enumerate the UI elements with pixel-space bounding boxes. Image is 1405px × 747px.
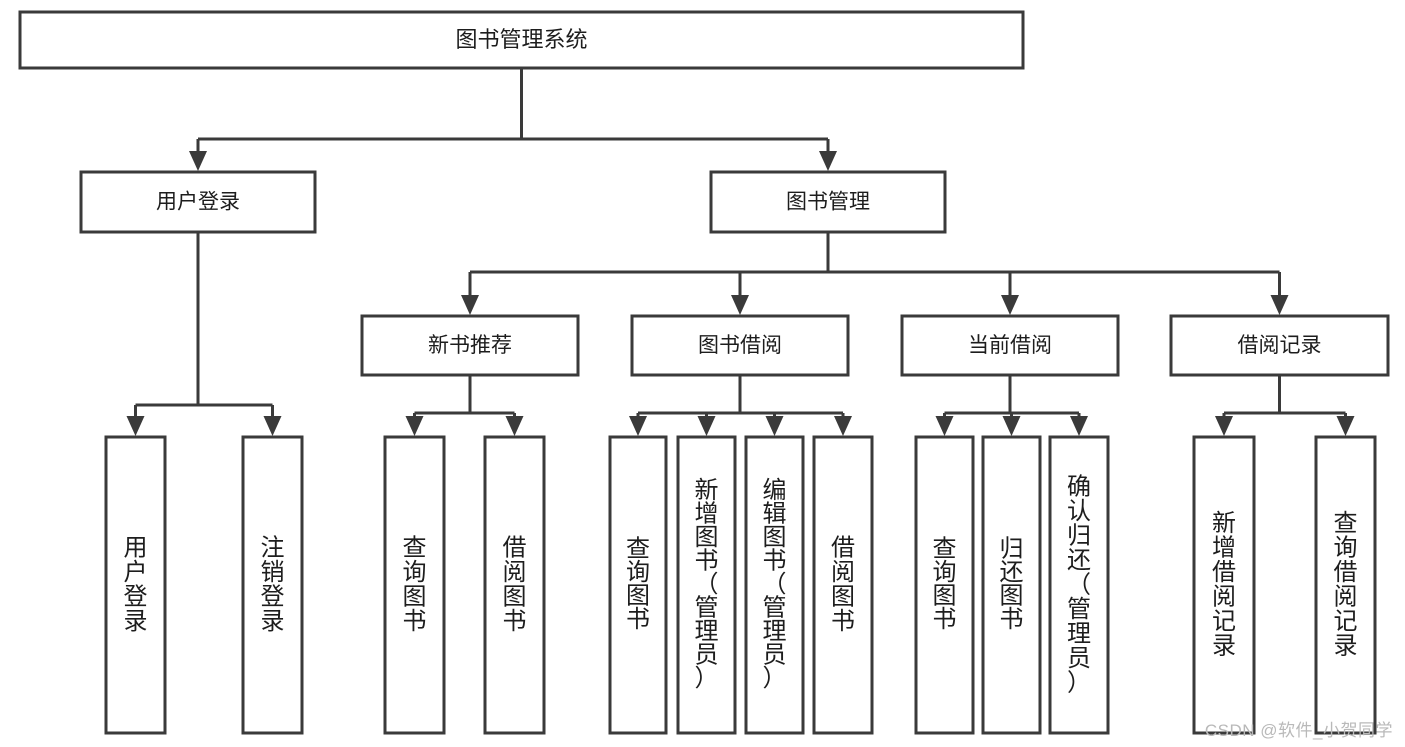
leaf-node-leaf-edit-book-admin[interactable]: 编辑图书（管理员） (744, 435, 805, 735)
arrowhead-leaf-return-book (1002, 416, 1021, 436)
arrowhead-level2-2 (1001, 295, 1019, 315)
arrowhead-leaf-user-login (126, 416, 145, 436)
arrowhead-leaf-add-borrow-record (1215, 416, 1233, 436)
arrowhead-level2-0 (461, 295, 479, 315)
arrowhead-leaf-query-book-3 (935, 416, 954, 436)
leaf-node-leaf-add-borrow-record[interactable]: 新增借阅记录 (1192, 435, 1256, 735)
leaf-node-leaf-logout-login-label: 注销登录 (261, 535, 285, 636)
leaf-node-leaf-query-book-2[interactable]: 查询图书 (608, 435, 668, 735)
arrowhead-level2-1 (731, 295, 749, 315)
arrowhead-leaf-confirm-return-admin (1070, 416, 1088, 436)
leaf-node-leaf-borrow-book-1[interactable]: 借阅图书 (483, 435, 546, 735)
arrowhead-leaf-add-book-admin (697, 416, 716, 436)
leaf-node-leaf-return-book[interactable]: 归还图书 (981, 435, 1042, 735)
node-borrow-record[interactable]: 借阅记录 (1169, 314, 1390, 377)
leaf-node-leaf-query-book-1[interactable]: 查询图书 (383, 435, 446, 735)
arrowhead-leaf-query-book-2 (629, 416, 647, 436)
leaf-node-leaf-return-book-label: 归还图书 (1000, 536, 1024, 634)
node-user-login[interactable]: 用户登录 (79, 170, 317, 234)
leaf-node-leaf-edit-book-admin-label: 编辑图书（管理员） (763, 477, 787, 692)
node-new-book-recommend-label: 新书推荐 (428, 334, 512, 357)
arrowhead-level2-3 (1270, 295, 1289, 315)
leaf-node-leaf-borrow-book-1-label: 借阅图书 (503, 535, 527, 636)
node-book-manage[interactable]: 图书管理 (709, 170, 947, 234)
leaf-node-leaf-confirm-return-admin[interactable]: 确认归还（管理员） (1048, 435, 1110, 735)
leaf-node-leaf-user-login-label: 用户登录 (124, 535, 148, 636)
node-root-system[interactable]: 图书管理系统 (18, 10, 1025, 70)
node-root-label: 图书管理系统 (455, 27, 587, 52)
leaf-node-leaf-query-book-2-label: 查询图书 (626, 536, 650, 634)
node-book-borrow[interactable]: 图书借阅 (630, 314, 850, 377)
leaf-node-leaf-query-borrow-record-label: 查询借阅记录 (1334, 510, 1358, 660)
arrowhead-leaf-borrow-book-2 (834, 416, 852, 436)
node-book-borrow-label: 图书借阅 (698, 334, 782, 357)
node-borrow-record-label: 借阅记录 (1238, 334, 1322, 357)
arrowhead-leaf-borrow-book-1 (505, 416, 524, 436)
node-current-borrow[interactable]: 当前借阅 (900, 314, 1120, 377)
arrowhead-leaf-query-borrow-record (1336, 416, 1355, 436)
arrowhead-level1-1 (819, 151, 837, 171)
leaf-node-leaf-add-book-admin[interactable]: 新增图书（管理员） (676, 435, 737, 735)
leaf-node-leaf-query-book-3[interactable]: 查询图书 (914, 435, 975, 735)
arrowhead-level1-0 (189, 151, 207, 171)
node-user-login-label: 用户登录 (156, 191, 240, 214)
node-new-book-recommend[interactable]: 新书推荐 (360, 314, 580, 377)
leaf-node-leaf-add-borrow-record-label: 新增借阅记录 (1212, 510, 1236, 660)
node-book-manage-label: 图书管理 (786, 191, 870, 214)
leaf-node-leaf-query-book-3-label: 查询图书 (933, 536, 957, 634)
leaf-node-leaf-borrow-book-2-label: 借阅图书 (831, 535, 855, 636)
leaf-node-leaf-confirm-return-admin-label: 确认归还（管理员） (1067, 473, 1091, 696)
leaf-node-leaf-logout-login[interactable]: 注销登录 (241, 435, 304, 735)
connector-layer (126, 68, 1355, 436)
node-current-borrow-label: 当前借阅 (968, 334, 1052, 357)
arrowhead-leaf-query-book-1 (405, 416, 424, 436)
leaf-node-leaf-query-borrow-record[interactable]: 查询借阅记录 (1314, 435, 1377, 735)
leaf-node-leaf-user-login[interactable]: 用户登录 (104, 435, 167, 735)
arrowhead-leaf-logout-login (263, 416, 282, 436)
leaf-node-leaf-borrow-book-2[interactable]: 借阅图书 (812, 435, 874, 735)
arrowhead-leaf-edit-book-admin (765, 416, 784, 436)
leaf-node-leaf-add-book-admin-label: 新增图书（管理员） (695, 477, 719, 692)
leaf-node-leaf-query-book-1-label: 查询图书 (403, 535, 427, 636)
node-layer: 图书管理系统用户登录图书管理新书推荐图书借阅当前借阅借阅记录用户登录注销登录查询… (18, 10, 1390, 735)
